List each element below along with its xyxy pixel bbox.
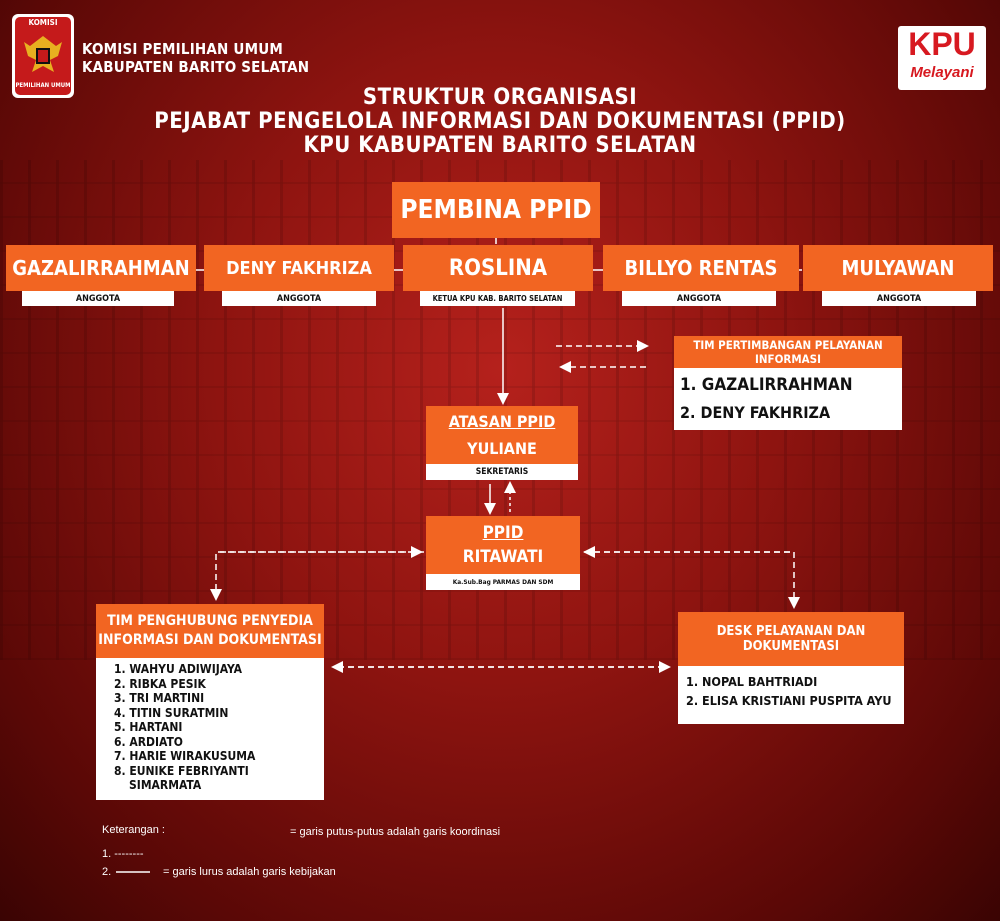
- list-item: SIMARMATA: [114, 778, 202, 792]
- tim-pertimbangan-title: TIM PERTIMBANGAN PELAYANAN INFORMASI: [693, 338, 883, 366]
- legend-item2-text: = garis lurus adalah garis kebijakan: [163, 866, 336, 878]
- org-name-line1: KOMISI PEMILIHAN UMUM: [82, 40, 284, 58]
- member-role: ANGGOTA: [622, 291, 776, 306]
- desk-pelayanan-list: 1. NOPAL BAHTRIADI 2. ELISA KRISTIANI PU…: [678, 666, 904, 724]
- member-name: GAZALIRRAHMAN: [12, 256, 190, 280]
- desk-pelayanan-header: DESK PELAYANAN DAN DOKUMENTASI: [678, 612, 904, 666]
- list-item: 1. NOPAL BAHTRIADI: [686, 674, 818, 689]
- list-item: 6. ARDIATO: [114, 734, 183, 749]
- member-name: DENY FAKHRIZA: [226, 257, 372, 279]
- tim-penghubung-title-line1: TIM PENGHUBUNG PENYEDIA: [107, 613, 313, 629]
- title-line3: KPU KABUPATEN BARITO SELATAN: [303, 133, 697, 158]
- member-name: ROSLINA: [448, 255, 548, 281]
- title-line1: STRUKTUR ORGANISASI: [362, 85, 638, 110]
- legend-item1-num: 1. --------: [102, 848, 144, 860]
- tim-penghubung-list: 1. WAHYU ADIWIJAYA 2. RIBKA PESIK 3. TRI…: [96, 658, 324, 800]
- atasan-title: ATASAN PPID: [448, 412, 556, 431]
- brand-small: Melayani: [910, 64, 974, 81]
- atasan-ppid-box: ATASAN PPID YULIANE: [426, 406, 578, 464]
- member-role: KETUA KPU KAB. BARITO SELATAN: [420, 291, 575, 306]
- member-role: ANGGOTA: [22, 291, 174, 306]
- pembina-ppid-box: PEMBINA PPID: [392, 182, 600, 238]
- ppid-to-desk-arrow: [584, 551, 800, 609]
- legend-heading: Keterangan :: [102, 824, 165, 836]
- tim-pertimbangan-list: 1. GAZALIRRAHMAN 2. DENY FAKHRIZA: [674, 368, 902, 430]
- kpu-garuda-seal-logo: KOMISI PEMILIHAN UMUM: [10, 12, 76, 100]
- list-item: 2. RIBKA PESIK: [114, 676, 206, 691]
- member-box-gazalirrahman: GAZALIRRAHMAN: [6, 245, 196, 291]
- member-name: MULYAWAN: [841, 256, 955, 280]
- atasan-role: SEKRETARIS: [426, 464, 578, 480]
- seal-text-top: KOMISI: [28, 18, 58, 27]
- pembina-label: PEMBINA PPID: [400, 195, 592, 225]
- legend-item2-num: 2.: [102, 866, 112, 878]
- ppid-role: Ka.Sub.Bag PARMAS DAN SDM: [426, 574, 580, 590]
- title-line2: PEJABAT PENGELOLA INFORMASI DAN DOKUMENT…: [154, 109, 846, 134]
- tim-pertimbangan-header: TIM PERTIMBANGAN PELAYANAN INFORMASI: [674, 336, 902, 368]
- list-item: 8. EUNIKE FEBRIYANTI: [114, 763, 249, 778]
- member-box-deny-fakhriza: DENY FAKHRIZA: [204, 245, 394, 291]
- desk-title: DESK PELAYANAN DAN DOKUMENTASI: [716, 624, 866, 654]
- tim-penghubung-title-line2: INFORMASI DAN DOKUMENTASI: [98, 632, 322, 648]
- kpu-melayani-logo: KPU Melayani: [898, 26, 986, 90]
- seal-text-bottom: PEMILIHAN UMUM: [15, 82, 71, 89]
- page-title: STRUKTUR ORGANISASI PEJABAT PENGELOLA IN…: [100, 86, 900, 158]
- list-item: 2. DENY FAKHRIZA: [680, 403, 831, 422]
- brand-big: KPU: [908, 26, 976, 62]
- list-item: 5. HARTANI: [114, 720, 183, 734]
- org-name-line2: KABUPATEN BARITO SELATAN: [82, 58, 310, 76]
- legend-item1-text: = garis putus-putus adalah garis koordin…: [290, 826, 501, 838]
- atasan-name: YULIANE: [467, 439, 537, 458]
- organization-name: KOMISI PEMILIHAN UMUM KABUPATEN BARITO S…: [82, 40, 309, 76]
- list-item: 7. HARIE WIRAKUSUMA: [114, 749, 256, 763]
- member-role: ANGGOTA: [822, 291, 976, 306]
- tim-penghubung-header: TIM PENGHUBUNG PENYEDIA INFORMASI DAN DO…: [96, 604, 324, 658]
- list-item: 3. TRI MARTINI: [114, 691, 205, 705]
- ppid-name: RITAWATI: [462, 547, 544, 567]
- list-item: 1. GAZALIRRAHMAN: [680, 375, 853, 395]
- member-box-roslina: ROSLINA: [403, 245, 593, 291]
- ppid-to-penghubung-arrow: [210, 551, 424, 601]
- ppid-box: PPID RITAWATI: [426, 516, 580, 574]
- member-box-mulyawan: MULYAWAN: [803, 245, 993, 291]
- list-item: 4. TITIN SURATMIN: [114, 705, 229, 720]
- member-role: ANGGOTA: [222, 291, 376, 306]
- list-item: 2. ELISA KRISTIANI PUSPITA AYU: [686, 693, 892, 708]
- member-box-billyo-rentas: BILLYO RENTAS: [603, 245, 799, 291]
- ppid-title: PPID: [482, 523, 524, 543]
- list-item: 1. WAHYU ADIWIJAYA: [114, 662, 242, 676]
- member-name: BILLYO RENTAS: [624, 256, 778, 280]
